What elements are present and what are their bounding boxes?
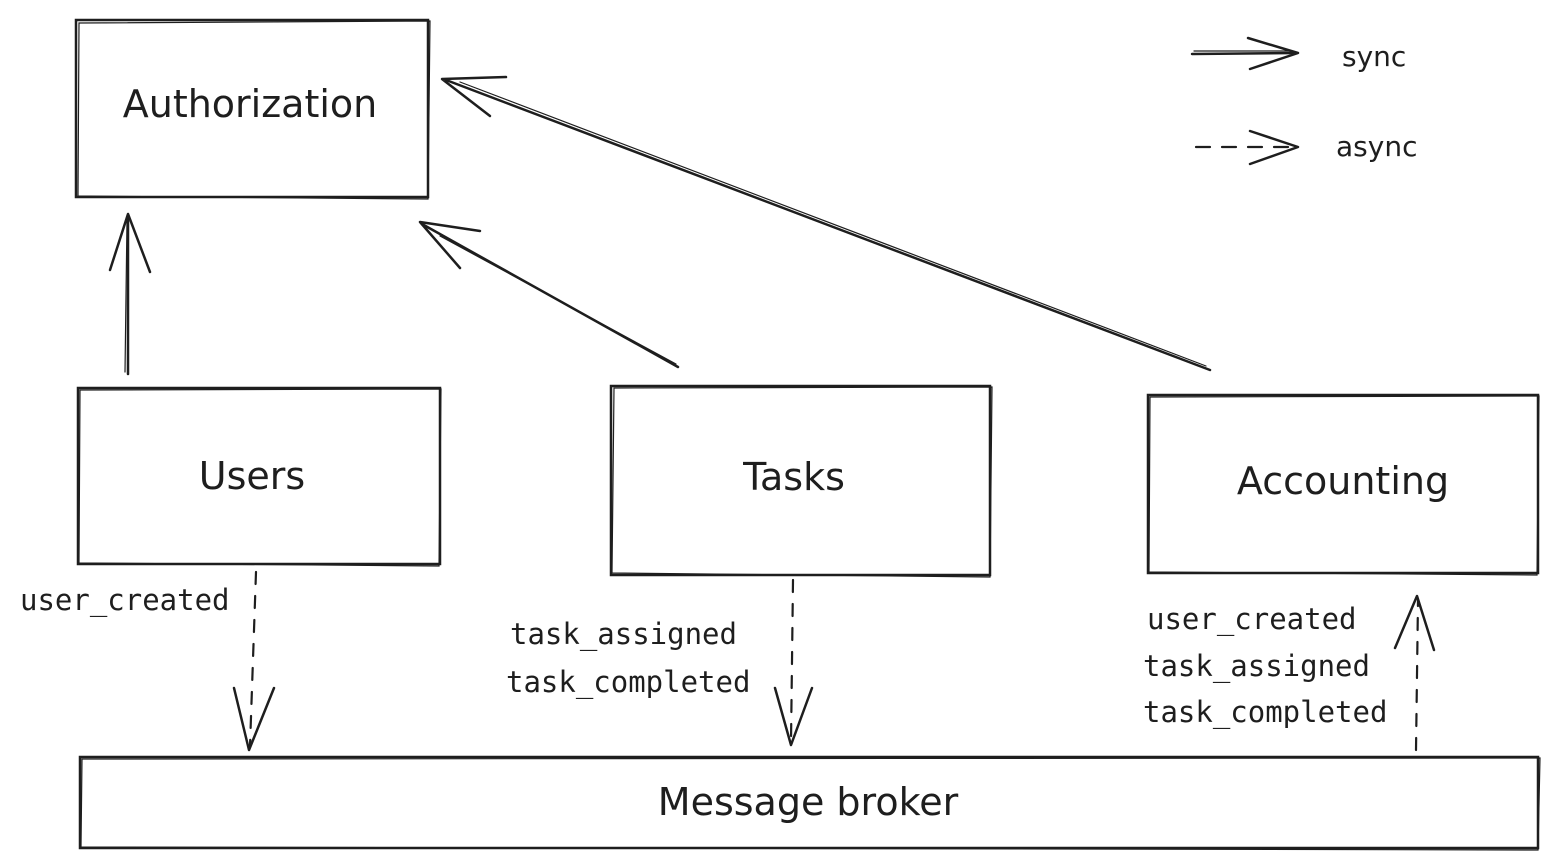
users-label: Users bbox=[199, 454, 305, 498]
legend-sync-label: sync bbox=[1342, 40, 1406, 73]
tasks-node[interactable]: Tasks bbox=[609, 384, 993, 578]
edge-users-to-broker-events: user_created bbox=[20, 583, 230, 618]
legend-async-label: async bbox=[1336, 130, 1417, 163]
legend: sync async bbox=[1190, 36, 1417, 166]
event-label: user_created bbox=[20, 583, 230, 618]
edge-accounting-to-authorization bbox=[440, 75, 1212, 372]
accounting-node[interactable]: Accounting bbox=[1146, 393, 1540, 576]
sync-arrowhead-icon bbox=[440, 75, 508, 118]
sync-arrow-icon bbox=[1190, 51, 1296, 56]
tasks-label: Tasks bbox=[742, 455, 845, 499]
edge-broker-to-accounting bbox=[1393, 594, 1436, 752]
async-arrowhead-icon bbox=[232, 686, 276, 752]
event-label: task_assigned bbox=[1143, 649, 1370, 684]
sync-arrowhead-icon bbox=[108, 212, 152, 274]
async-arrowhead-icon bbox=[773, 686, 814, 747]
event-label: user_created bbox=[1147, 602, 1357, 637]
event-label: task_completed bbox=[506, 665, 750, 700]
authorization-label: Authorization bbox=[123, 82, 378, 126]
legend-sync: sync bbox=[1190, 36, 1406, 73]
users-node[interactable]: Users bbox=[76, 386, 442, 567]
event-label: task_assigned bbox=[510, 617, 737, 652]
edge-tasks-to-broker-events: task_assigned task_completed bbox=[506, 617, 750, 700]
async-arrowhead-icon bbox=[1393, 594, 1436, 652]
sync-arrowhead-icon bbox=[418, 220, 482, 270]
edge-users-to-authorization bbox=[108, 212, 152, 376]
edge-tasks-to-broker bbox=[773, 578, 814, 747]
legend-async: async bbox=[1194, 129, 1417, 166]
message-broker-label: Message broker bbox=[658, 780, 959, 824]
event-label: task_completed bbox=[1143, 695, 1387, 730]
edge-users-to-broker bbox=[232, 570, 276, 752]
edge-tasks-to-authorization bbox=[418, 220, 680, 369]
accounting-label: Accounting bbox=[1237, 459, 1449, 503]
message-broker-node[interactable]: Message broker bbox=[78, 755, 1541, 851]
authorization-node[interactable]: Authorization bbox=[74, 18, 431, 200]
edge-broker-to-accounting-events: user_created task_assigned task_complete… bbox=[1143, 602, 1387, 730]
